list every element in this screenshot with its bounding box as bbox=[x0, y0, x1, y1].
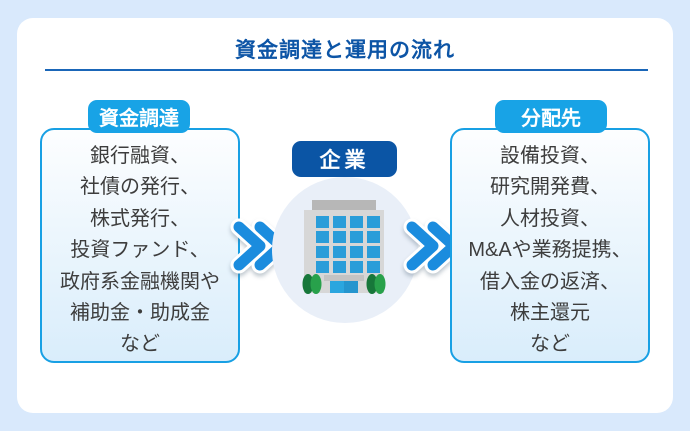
allocation-badge: 分配先 bbox=[495, 100, 607, 133]
funding-source-item: など bbox=[120, 333, 160, 356]
funding-source-item: 政府系金融機関や bbox=[60, 270, 220, 293]
title-underline bbox=[45, 69, 648, 71]
company-badge: 企業 bbox=[292, 141, 397, 177]
allocation-item: M&Aや業務提携、 bbox=[468, 239, 632, 262]
allocation-item: 株主還元 bbox=[510, 302, 590, 325]
funding-sources-box: 銀行融資、 社債の発行、 株式発行、 投資ファンド、 政府系金融機関や 補助金・… bbox=[40, 128, 240, 363]
funding-sources-badge: 資金調達 bbox=[88, 100, 190, 133]
allocation-item: など bbox=[530, 333, 570, 356]
funding-source-item: 投資ファンド、 bbox=[70, 239, 210, 262]
funding-source-item: 補助金・助成金 bbox=[70, 302, 210, 325]
allocation-item: 研究開発費、 bbox=[490, 176, 610, 199]
allocation-item: 借入金の返済、 bbox=[480, 270, 620, 293]
funding-source-item: 社債の発行、 bbox=[80, 176, 200, 199]
allocation-item: 設備投資、 bbox=[500, 145, 600, 167]
allocation-item: 人材投資、 bbox=[500, 207, 600, 230]
allocation-box: 設備投資、 研究開発費、 人材投資、 M&Aや業務提携、 借入金の返済、 株主還… bbox=[450, 128, 650, 363]
office-building-icon bbox=[302, 200, 386, 294]
funding-source-item: 銀行融資、 bbox=[90, 145, 190, 167]
funding-source-item: 株式発行、 bbox=[90, 207, 190, 230]
page-title: 資金調達と運用の流れ bbox=[235, 39, 455, 62]
